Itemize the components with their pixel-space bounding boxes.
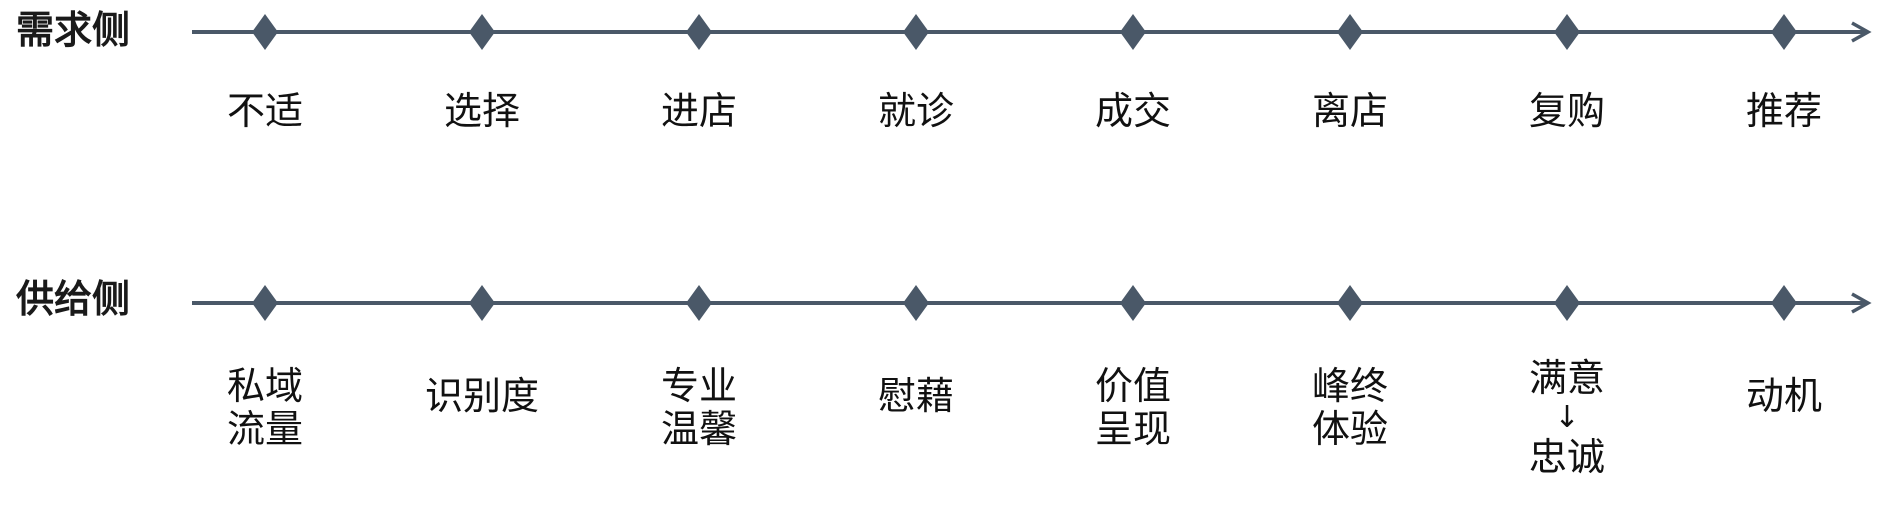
supply-stage-line: 动机: [1745, 374, 1823, 418]
supply-stage-label: 满意↓忠诚: [1529, 357, 1605, 479]
demand-stage-label: 成交: [1094, 89, 1172, 133]
supply-axis-arrowhead: [1851, 292, 1872, 314]
demand-stage-label: 复购: [1528, 89, 1606, 133]
milestone-diamond-3: [686, 285, 712, 321]
down-arrow-icon: ↓: [1554, 400, 1580, 435]
supply-stage-label: 动机: [1746, 375, 1822, 418]
supply-stage-line: 慰藉: [877, 374, 955, 418]
supply-stage-label: 峰终体验: [1312, 365, 1388, 451]
milestone-diamond-6: [1337, 14, 1363, 50]
supply-stage-line: 温馨: [660, 407, 738, 451]
demand-stage-label: 进店: [660, 89, 738, 133]
supply-side-title: 供给侧: [16, 276, 131, 321]
supply-stage-line: 专业: [660, 364, 738, 408]
demand-axis-arrowhead: [1851, 21, 1872, 43]
demand-stage-label: 推荐: [1745, 89, 1823, 133]
demand-stage-label: 就诊: [877, 89, 955, 133]
supply-stage-label: 私域流量: [227, 365, 303, 451]
supply-stage-line: 价值: [1094, 364, 1172, 408]
milestone-diamond-2: [469, 285, 495, 321]
milestone-diamond-8: [1771, 14, 1797, 50]
milestone-diamond-6: [1337, 285, 1363, 321]
milestone-diamond-2: [469, 14, 495, 50]
supply-stage-label: 慰藉: [878, 375, 954, 418]
milestone-diamond-5: [1120, 285, 1146, 321]
milestone-diamond-8: [1771, 285, 1797, 321]
supply-stage-line: 流量: [226, 407, 304, 451]
demand-timeline: [192, 14, 1872, 50]
milestone-diamond-4: [903, 14, 929, 50]
supply-stage-line: 峰终: [1311, 364, 1389, 408]
supply-timeline: [192, 285, 1872, 321]
milestone-diamond-1: [252, 14, 278, 50]
demand-stage-label: 离店: [1311, 89, 1389, 133]
milestone-diamond-7: [1554, 14, 1580, 50]
supply-stage-line: 私域: [226, 364, 304, 408]
milestone-diamond-3: [686, 14, 712, 50]
supply-stage-line: 满意: [1528, 356, 1606, 400]
supply-stage-label: 价值呈现: [1095, 365, 1171, 451]
supply-stage-line: 呈现: [1094, 407, 1172, 451]
supply-stage-label: 识别度: [425, 375, 539, 418]
supply-stage-line: 体验: [1311, 407, 1389, 451]
milestone-diamond-4: [903, 285, 929, 321]
milestone-diamond-5: [1120, 14, 1146, 50]
demand-stage-label: 选择: [443, 89, 521, 133]
demand-side-title: 需求侧: [16, 7, 131, 52]
demand-stage-label: 不适: [226, 89, 304, 133]
milestone-diamond-7: [1554, 285, 1580, 321]
milestone-diamond-1: [252, 285, 278, 321]
supply-stage-label: 专业温馨: [661, 365, 737, 451]
supply-stage-line: 识别度: [424, 374, 540, 418]
supply-stage-line: 忠诚: [1528, 435, 1606, 479]
